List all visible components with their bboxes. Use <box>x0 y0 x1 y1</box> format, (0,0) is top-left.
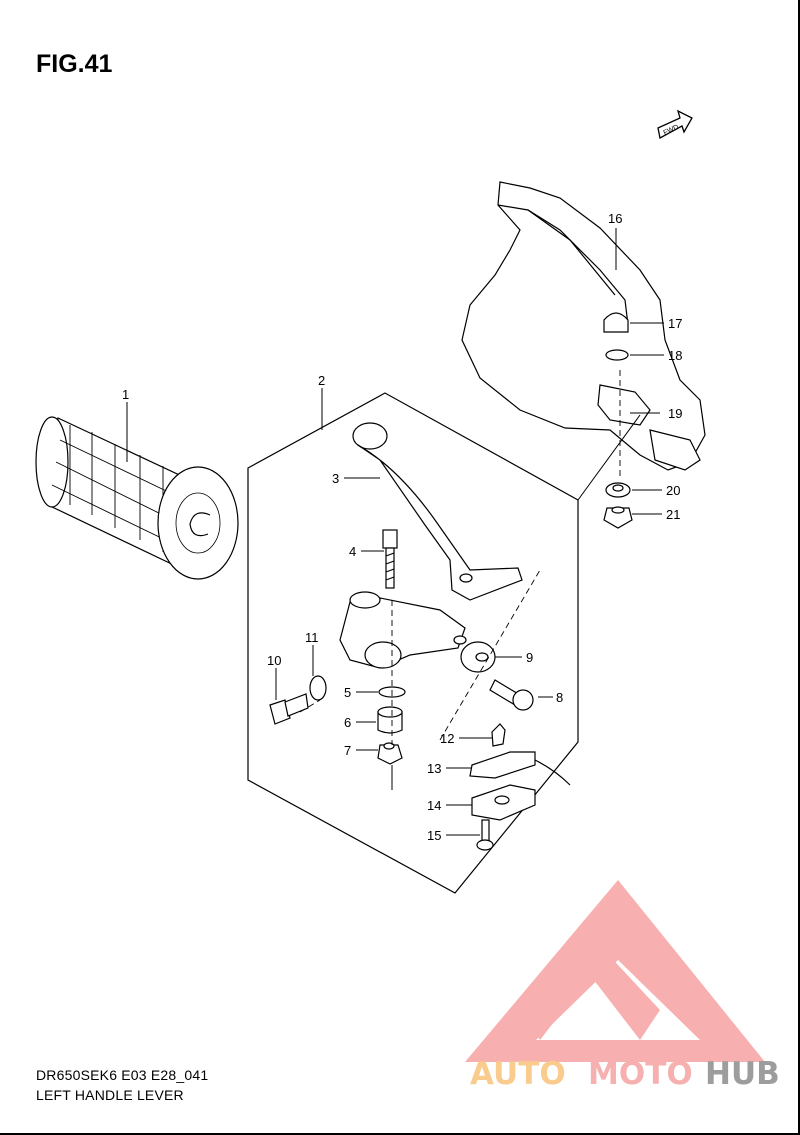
watermark-auto: AUTO <box>470 1056 566 1092</box>
cap-nut <box>603 312 629 333</box>
callout-9: 9 <box>526 650 533 665</box>
diagram-code: DR650SEK6 E03 E28_041 <box>36 1067 209 1083</box>
callout-17: 17 <box>668 316 682 331</box>
pivot-bolt <box>382 529 398 589</box>
callout-21: 21 <box>666 507 680 522</box>
center-lines <box>299 370 621 745</box>
washer-11 <box>309 675 327 701</box>
hand-guard <box>461 181 706 471</box>
assembly-outline <box>247 392 579 894</box>
callout-15: 15 <box>427 828 441 843</box>
cable-adjuster <box>460 641 496 673</box>
screw-15 <box>476 819 494 851</box>
callout-6: 6 <box>344 715 351 730</box>
nut-7 <box>377 742 403 765</box>
switch-12 <box>491 723 506 747</box>
watermark-logo: AUTO MOTO HUB <box>465 880 780 1092</box>
diagram-name: LEFT HANDLE LEVER <box>36 1087 184 1103</box>
callout-5: 5 <box>344 685 351 700</box>
watermark-moto: MOTO <box>588 1056 693 1092</box>
callout-2: 2 <box>318 373 325 388</box>
nut-20 <box>605 482 631 498</box>
callout-20: 20 <box>666 483 680 498</box>
switch-plate-13 <box>469 751 571 786</box>
callout-13: 13 <box>427 761 441 776</box>
washer-18 <box>605 349 629 361</box>
leader-lines <box>126 228 664 836</box>
callout-16: 16 <box>608 211 622 226</box>
clamp-bolt <box>269 693 309 725</box>
callout-10: 10 <box>267 653 281 668</box>
clutch-lever <box>352 422 523 601</box>
callout-19: 19 <box>668 406 682 421</box>
callout-11: 11 <box>305 630 319 645</box>
adjuster-bolt <box>489 679 534 711</box>
nut-21 <box>603 506 633 529</box>
callout-12: 12 <box>440 731 454 746</box>
callout-7: 7 <box>344 743 351 758</box>
switch-case-14 <box>471 784 536 821</box>
handle-grip <box>35 416 239 580</box>
callout-1: 1 <box>122 387 129 402</box>
callout-numbers: 1 2 3 4 5 6 7 8 9 10 11 12 13 14 15 16 1… <box>122 211 682 843</box>
callout-4: 4 <box>349 544 356 559</box>
callout-3: 3 <box>332 471 339 486</box>
watermark-hub: HUB <box>705 1056 780 1092</box>
figure-title: FIG.41 <box>36 50 113 78</box>
callout-18: 18 <box>668 348 682 363</box>
fwd-arrow-icon: FWD <box>657 109 693 139</box>
collar-6 <box>377 706 403 734</box>
callout-14: 14 <box>427 798 441 813</box>
callout-8: 8 <box>556 690 563 705</box>
lever-holder <box>339 591 467 669</box>
